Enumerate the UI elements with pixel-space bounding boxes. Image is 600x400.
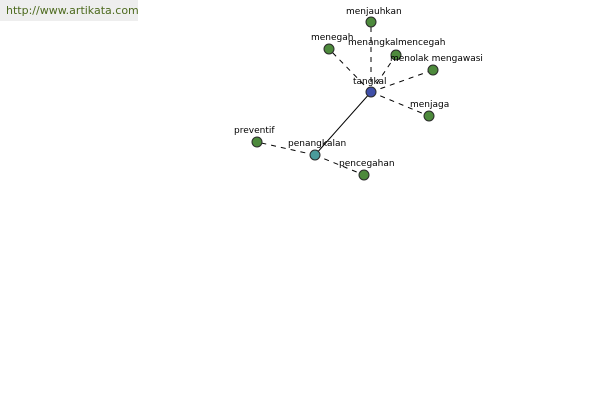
edges-layer xyxy=(256,22,434,176)
node-label-tangkal[interactable]: tangkal xyxy=(353,77,387,87)
node-label-penangkalan[interactable]: penangkalan xyxy=(288,139,346,149)
node-menangkal[interactable] xyxy=(390,49,402,61)
node-label-mencegah[interactable]: mencegah xyxy=(398,38,445,48)
node-menjaga[interactable] xyxy=(423,110,435,122)
nodes-layer xyxy=(251,16,439,181)
edge-tangkal-menolak-mengawasi xyxy=(370,69,434,93)
node-label-menjauhkan[interactable]: menjauhkan xyxy=(346,7,402,17)
edge-tangkal-menangkal xyxy=(370,54,397,93)
node-label-menolak-mengawasi[interactable]: menolak mengawasi xyxy=(390,54,483,64)
node-menegah[interactable] xyxy=(323,43,335,55)
node-label-pencegahan[interactable]: pencegahan xyxy=(339,159,395,169)
node-label-menjaga[interactable]: menjaga xyxy=(410,100,449,110)
node-label-menangkal[interactable]: menangkal xyxy=(348,38,398,48)
edge-penangkalan-pencegahan xyxy=(314,154,365,176)
node-menjauhkan[interactable] xyxy=(365,16,377,28)
source-link[interactable]: http://www.artikata.com xyxy=(0,0,139,21)
node-label-preventif[interactable]: preventif xyxy=(234,126,275,136)
edge-tangkal-penangkalan xyxy=(314,91,372,156)
node-menolak-mengawasi[interactable] xyxy=(427,64,439,76)
node-penangkalan[interactable] xyxy=(309,149,321,161)
node-tangkal[interactable] xyxy=(365,86,377,98)
node-preventif[interactable] xyxy=(251,136,263,148)
edge-tangkal-menegah xyxy=(328,48,372,93)
node-label-menegah[interactable]: menegah xyxy=(311,33,353,43)
node-pencegahan[interactable] xyxy=(358,169,370,181)
edge-tangkal-menjaga xyxy=(370,91,430,117)
